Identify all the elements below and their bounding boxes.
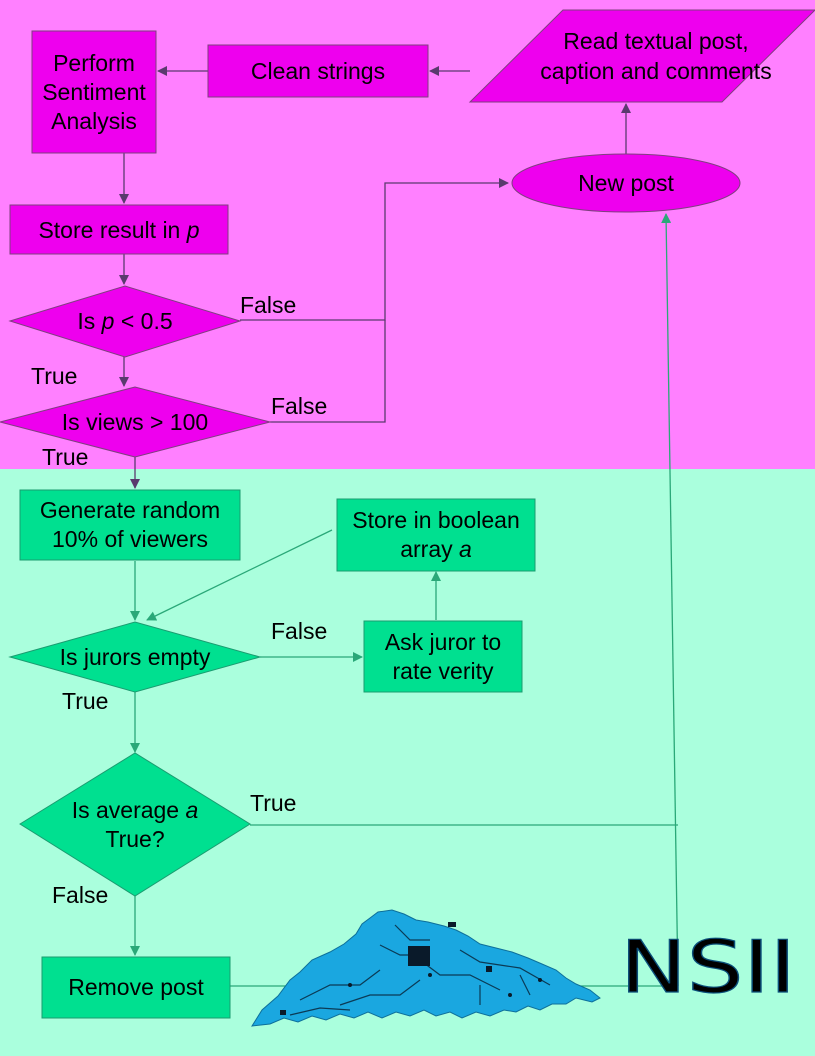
label-jurors-true: True — [62, 688, 108, 714]
is-p-label: Is p < 0.5 — [77, 308, 172, 334]
node-store-bool: Store in boolean array a — [336, 498, 536, 572]
clean-strings-label: Clean strings — [251, 58, 385, 84]
label-average-false: False — [52, 882, 108, 908]
label-views-false: False — [271, 393, 327, 419]
node-clean-strings: Clean strings — [207, 44, 429, 98]
read-post-line2: caption and comments — [540, 58, 771, 84]
label-jurors-false: False — [271, 618, 327, 644]
node-is-average: Is average a True? — [19, 752, 251, 897]
edge-loop-to-newpost — [661, 213, 679, 987]
generate-line1: Generate random — [40, 497, 220, 523]
edge-isp-false — [240, 178, 509, 321]
new-post-label: New post — [578, 170, 674, 196]
node-read-post: Read textual post, caption and comments — [468, 9, 815, 103]
node-is-jurors: Is jurors empty — [8, 621, 262, 693]
sentiment-line3: Analysis — [51, 108, 137, 134]
node-sentiment: Perform Sentiment Analysis — [31, 30, 157, 154]
read-post-line1: Read textual post, — [563, 28, 748, 54]
sentiment-line1: Perform — [53, 50, 135, 76]
is-views-label: Is views > 100 — [62, 409, 208, 435]
sentiment-line2: Sentiment — [42, 79, 146, 105]
node-store-result: Store result in p — [9, 204, 229, 255]
node-is-views: Is views > 100 — [0, 386, 272, 458]
label-p-false: False — [240, 292, 296, 318]
circuit-board-peninsula-icon — [251, 909, 601, 1027]
store-bool-line1: Store in boolean — [352, 507, 520, 533]
label-average-true: True — [250, 790, 296, 816]
is-average-line1: Is average a — [72, 797, 199, 823]
is-jurors-label: Is jurors empty — [60, 644, 211, 670]
ask-juror-line1: Ask juror to — [385, 629, 501, 655]
generate-line2: 10% of viewers — [52, 526, 208, 552]
node-ask-juror: Ask juror to rate verity — [363, 620, 523, 693]
label-p-true: True — [31, 363, 77, 389]
store-result-label: Store result in p — [38, 217, 199, 243]
is-average-line2: True? — [105, 826, 164, 852]
node-generate: Generate random 10% of viewers — [19, 489, 241, 561]
store-bool-line2: array a — [400, 536, 472, 562]
label-views-true: True — [42, 444, 88, 470]
top-connectors — [119, 66, 631, 489]
node-new-post: New post — [511, 153, 741, 213]
ask-juror-line2: rate verity — [393, 658, 494, 684]
node-remove-post: Remove post — [41, 956, 231, 1019]
edge-views-false — [270, 320, 386, 423]
node-is-p: Is p < 0.5 — [8, 285, 242, 358]
remove-post-label: Remove post — [68, 974, 204, 1000]
logo-text: NSII — [620, 925, 796, 1009]
edge-storebool-to-jurors — [146, 529, 333, 621]
bottom-connectors — [130, 213, 679, 987]
